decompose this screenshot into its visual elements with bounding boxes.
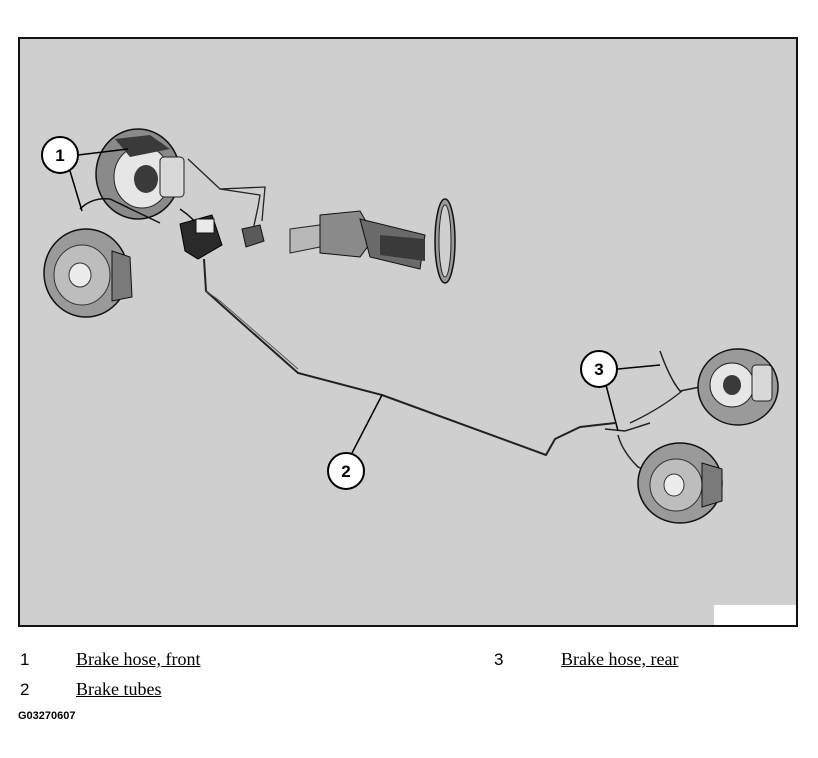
legend-item-3-label[interactable]: Brake hose, rear (561, 649, 679, 669)
callout-1: 1 (41, 136, 79, 174)
legend-item-3-number: 3 (494, 650, 504, 669)
front-right-brake-assembly (95, 128, 185, 220)
rear-left-brake-disc (637, 442, 723, 524)
corner-patch (714, 605, 796, 625)
callout-3: 3 (580, 350, 618, 388)
steering-assembly (289, 198, 456, 284)
callout-2: 2 (327, 452, 365, 490)
callout-1-number: 1 (55, 146, 64, 165)
legend-item-1-number: 1 (20, 650, 30, 669)
brake-tube-line (203, 258, 616, 457)
diagram-artwork: 1 2 3 (41, 128, 796, 625)
legend-item-1-label[interactable]: Brake hose, front (76, 649, 201, 669)
callout-leaders (69, 148, 661, 454)
front-hose-line (79, 197, 161, 224)
callout-2-number: 2 (341, 462, 350, 481)
legend-item-2-label[interactable]: Brake tubes (76, 679, 162, 699)
front-left-brake-disc (43, 228, 133, 318)
rear-hose-line (617, 434, 649, 472)
rear-right-brake-assembly (697, 348, 779, 426)
figure-code: G03270607 (18, 710, 76, 722)
callout-3-number: 3 (594, 360, 603, 379)
legend-item-2-number: 2 (20, 680, 30, 699)
brake-system-diagram: 1 2 3 (18, 37, 798, 627)
abs-unit (179, 214, 265, 260)
